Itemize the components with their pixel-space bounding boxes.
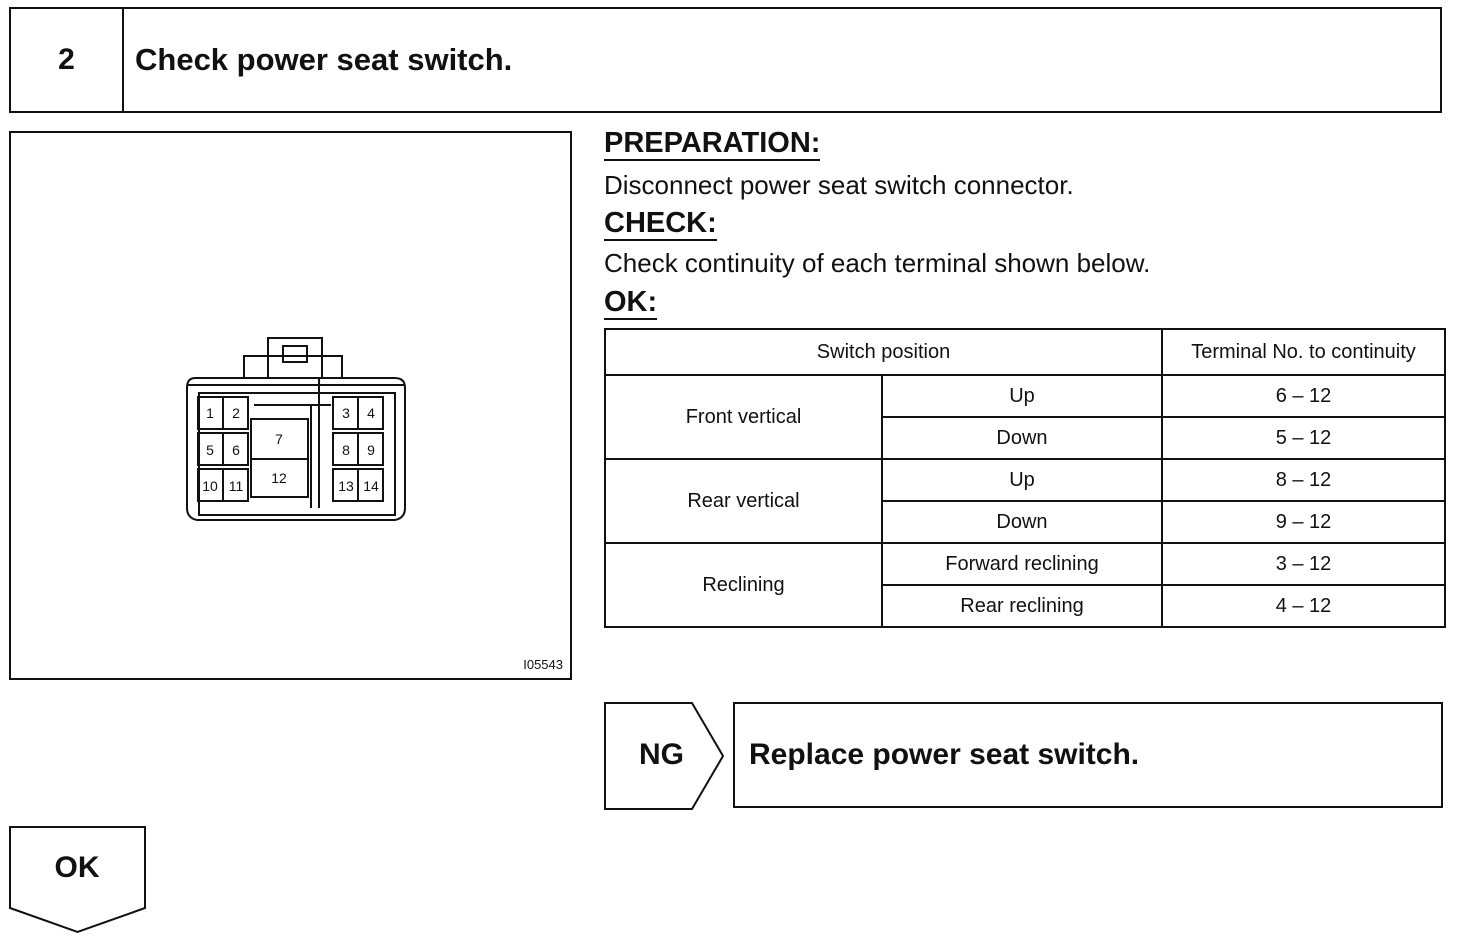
terminal-label-7: 7 — [275, 431, 283, 447]
switch-position: Rear reclining — [881, 584, 1163, 628]
ok-label: OK — [54, 851, 100, 884]
ng-action: Replace power seat switch. — [733, 702, 1443, 808]
connector-diagram: 1 2 3 4 5 6 7 8 9 10 11 12 13 14 — [186, 337, 406, 521]
connector-latch-slot — [282, 345, 308, 363]
check-heading: CHECK: — [604, 207, 717, 241]
ng-arrow-shape — [604, 702, 725, 810]
table-row: Rear vertical Up 8 – 12 — [604, 458, 1446, 544]
connector-latch — [267, 337, 323, 379]
terminal-12 — [250, 458, 309, 498]
terminal-label-4: 4 — [367, 405, 375, 421]
group-name: Reclining — [604, 542, 883, 628]
terminal-label-3: 3 — [342, 405, 350, 421]
ok-arrow-shape — [9, 826, 146, 934]
terminal-label-12: 12 — [271, 470, 287, 486]
switch-position: Forward reclining — [881, 542, 1163, 586]
connector-figure: 1 2 3 4 5 6 7 8 9 10 11 12 13 14 I05543 — [9, 131, 572, 680]
preparation-heading: PREPARATION: — [604, 127, 821, 161]
table-row: Down 9 – 12 — [605, 500, 1446, 544]
figure-code: I05543 — [523, 657, 563, 672]
terminal-11 — [222, 468, 249, 502]
terminal-continuity: 4 – 12 — [1161, 584, 1446, 628]
terminal-label-9: 9 — [367, 442, 375, 458]
terminal-label-5: 5 — [206, 442, 214, 458]
table-header-row: Switch position Terminal No. to continui… — [604, 328, 1446, 376]
terminal-continuity: 5 – 12 — [1161, 416, 1446, 460]
step-number: 2 — [11, 9, 124, 111]
terminal-continuity: 8 – 12 — [1161, 458, 1446, 502]
step-header: 2 Check power seat switch. — [9, 7, 1442, 113]
terminal-9 — [357, 432, 384, 466]
preparation-text: Disconnect power seat switch connector. — [604, 170, 1074, 200]
step-title: Check power seat switch. — [135, 42, 513, 77]
terminal-label-1: 1 — [206, 405, 214, 421]
ok-heading: OK: — [604, 286, 658, 320]
connector-latch-base — [243, 355, 343, 379]
terminal-label-10: 10 — [202, 478, 218, 494]
terminal-6 — [222, 432, 249, 466]
switch-position: Down — [881, 500, 1163, 544]
header-switch-position: Switch position — [604, 328, 1163, 376]
table-row: Front vertical Up 6 – 12 — [604, 374, 1446, 460]
group-name: Rear vertical — [604, 458, 883, 544]
terminal-14 — [357, 468, 384, 502]
terminal-4 — [357, 396, 384, 430]
header-terminal-continuity: Terminal No. to continuity — [1161, 328, 1446, 376]
switch-position: Up — [881, 374, 1163, 418]
terminal-label-11: 11 — [229, 478, 244, 494]
ng-label: NG — [639, 738, 684, 771]
terminal-2 — [222, 396, 249, 430]
terminal-label-8: 8 — [342, 442, 350, 458]
terminal-label-13: 13 — [338, 478, 354, 494]
continuity-table: Switch position Terminal No. to continui… — [604, 328, 1446, 628]
terminal-continuity: 9 – 12 — [1161, 500, 1446, 544]
terminal-label-14: 14 — [363, 478, 379, 494]
switch-position: Down — [881, 416, 1163, 460]
terminal-label-2: 2 — [232, 405, 240, 421]
table-row: Rear reclining 4 – 12 — [605, 584, 1446, 628]
table-row: Down 5 – 12 — [605, 416, 1446, 460]
terminal-continuity: 3 – 12 — [1161, 542, 1446, 586]
switch-position: Up — [881, 458, 1163, 502]
terminal-continuity: 6 – 12 — [1161, 374, 1446, 418]
check-text: Check continuity of each terminal shown … — [604, 248, 1151, 278]
table-row: Reclining Forward reclining 3 – 12 — [604, 542, 1446, 628]
terminal-label-6: 6 — [232, 442, 240, 458]
group-name: Front vertical — [604, 374, 883, 460]
